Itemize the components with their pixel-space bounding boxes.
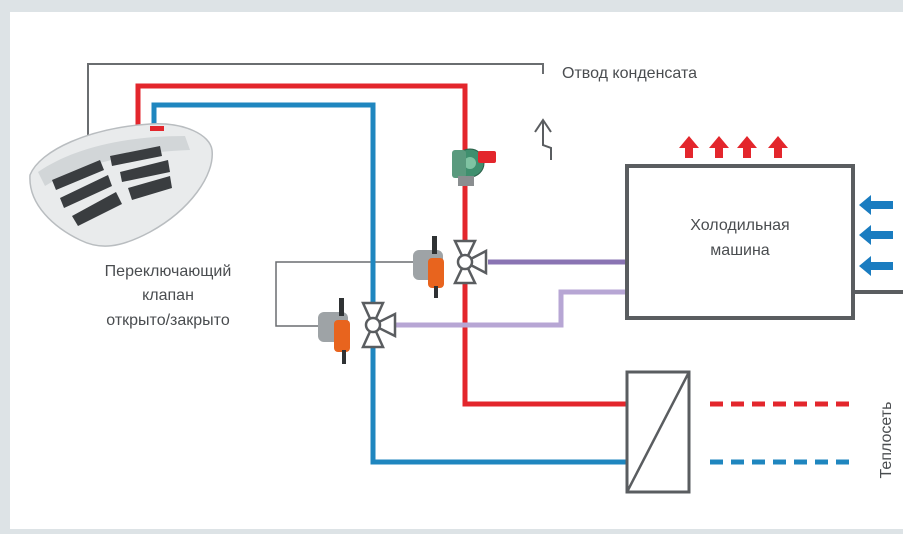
hot-pipe — [135, 83, 627, 407]
cold-pipe — [151, 102, 627, 465]
heat-network-label: Теплосеть — [878, 402, 895, 479]
circulation-pump-icon — [452, 148, 496, 186]
up-arrow-icon — [737, 136, 757, 158]
up-arrow-icon — [768, 136, 788, 158]
left-arrow-icon — [859, 256, 893, 276]
valve-leader-lines — [275, 261, 420, 327]
valve-actuator-icon — [413, 236, 444, 298]
ceiling-air-heater-icon — [29, 123, 213, 247]
purple-pipe-light — [396, 289, 627, 328]
up-arrow-icon — [709, 136, 729, 158]
three-way-valve-icon — [361, 301, 397, 349]
chiller-label-line-1: Холодильная — [690, 217, 789, 234]
valve-actuator-icon — [318, 298, 350, 364]
valve-label-line-3: открыто/закрыто — [106, 312, 230, 329]
condensate-label: Отвод конденсата — [562, 65, 697, 82]
chiller-label-line-2: машина — [710, 242, 770, 259]
left-arrow-icon — [859, 195, 893, 215]
valve-label-line-2: клапан — [142, 287, 194, 304]
heat-exchanger-icon — [625, 370, 691, 494]
condensate-drain-icon — [534, 118, 552, 160]
up-arrow-icon — [679, 136, 699, 158]
three-way-valve-icon — [453, 239, 488, 285]
valve-label-line-1: Переключающий — [105, 263, 232, 280]
cold-intake-arrows — [859, 195, 893, 276]
heat-rejection-arrows — [679, 136, 788, 158]
condensate-line — [87, 63, 544, 150]
left-arrow-icon — [859, 225, 893, 245]
chiller-box — [625, 164, 855, 320]
